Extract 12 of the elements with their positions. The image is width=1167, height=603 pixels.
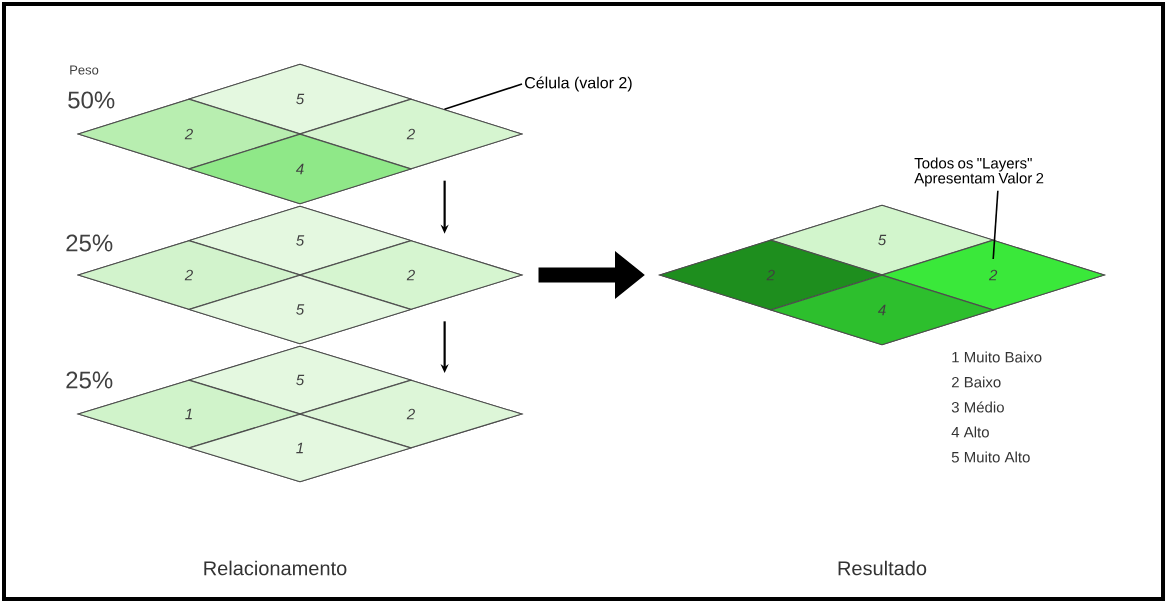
scale-item: 4 Alto <box>951 426 989 438</box>
callout-text: Célula (valor 2) <box>525 76 632 92</box>
scale-item: 5 Muito Alto <box>951 451 1030 463</box>
caption-text: Resultado <box>838 560 927 576</box>
callout-text: Todos os "Layers" Apresentam Valor 2 <box>914 157 1044 187</box>
leader-line <box>443 83 523 110</box>
weight-label: Peso <box>70 65 99 75</box>
scale-item: 1 Muito Baixo <box>952 351 1042 363</box>
scale-item: 3 Médio <box>951 401 1004 413</box>
scale-item: 2 Baixo <box>951 376 1001 388</box>
leader-line <box>992 189 999 260</box>
caption-text: Relacionamento <box>204 560 347 576</box>
